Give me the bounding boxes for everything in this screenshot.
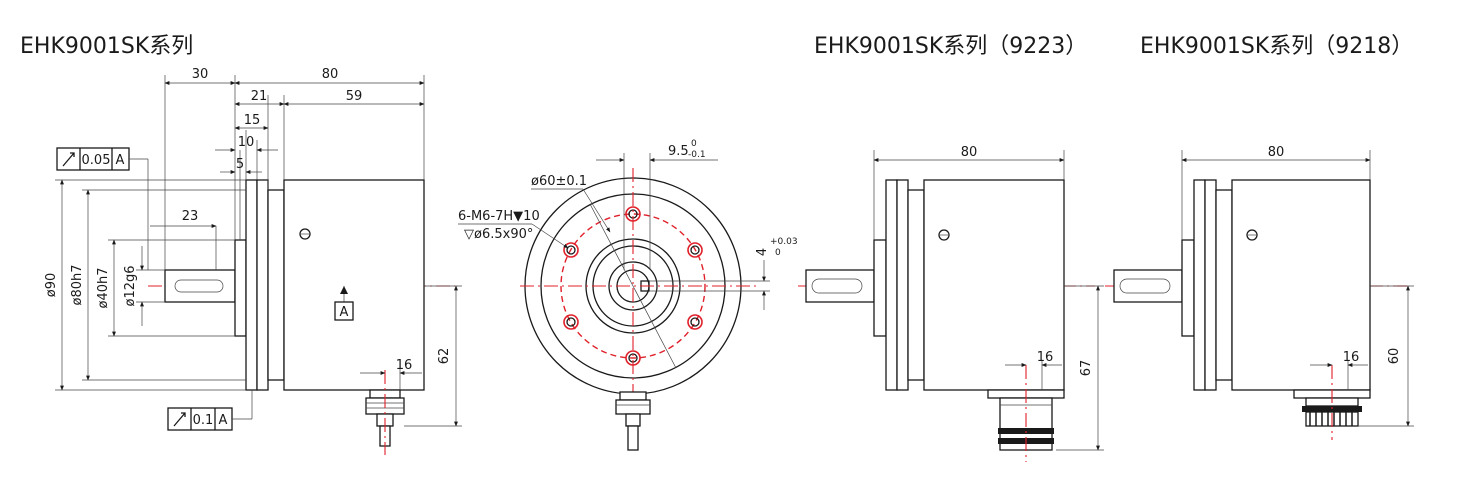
dim-dia-80h7: ø80h7 xyxy=(70,264,85,305)
shaft-keyway xyxy=(174,279,224,293)
datum-a-label: A xyxy=(340,305,349,320)
flat-dim: 4 xyxy=(755,248,770,256)
variant-9223-title: EHK9001SK系列（9223） xyxy=(814,34,1088,59)
key-tol-upper: 0 xyxy=(691,139,697,149)
flat-tol-lower: 0 xyxy=(775,248,781,258)
body-9218 xyxy=(1231,179,1371,391)
view-9218: 80 16 60 xyxy=(1105,145,1414,440)
flange-3 xyxy=(267,189,285,381)
datum-a-box xyxy=(334,301,354,321)
dim-16: 16 xyxy=(396,358,413,373)
dim-23: 23 xyxy=(182,209,199,224)
flange-1 xyxy=(245,179,258,391)
view-9223: 80 16 67 xyxy=(798,145,1104,462)
dim-60-9218: 60 xyxy=(1387,348,1402,365)
mount-hole xyxy=(687,242,703,258)
pcd-circle xyxy=(560,213,706,359)
key-dim: 9.5 xyxy=(668,144,689,159)
dim-21: 21 xyxy=(251,89,268,104)
shaft-9218 xyxy=(1113,269,1183,303)
shaft-9223 xyxy=(805,269,875,303)
flange-2 xyxy=(256,179,269,391)
front-view: 9.5 0 -0.1 ø60±0.1 6-M6-7H▼10 ▽ø6.5x90° … xyxy=(458,139,798,451)
hub-circle xyxy=(608,261,658,311)
dim-dia-90: ø90 xyxy=(44,273,59,298)
dim-dia-40h7: ø40h7 xyxy=(96,267,111,308)
key-tol-lower: -0.1 xyxy=(688,150,706,160)
holes-callout-2: ▽ø6.5x90° xyxy=(464,227,533,242)
dim-30: 30 xyxy=(192,67,209,82)
front-gland-body xyxy=(615,399,651,415)
pcd-label: ø60±0.1 xyxy=(531,174,587,189)
dim-15: 15 xyxy=(244,113,261,128)
dim-80-9218: 80 xyxy=(1268,145,1285,160)
dim-59: 59 xyxy=(346,89,363,104)
runout-icon xyxy=(62,152,75,167)
mount-hole xyxy=(563,314,579,330)
tolerance-ref-top: A xyxy=(116,153,125,168)
side-view: 30 80 21 59 15 10 5 23 ø90 ø80h7 ø40h7 xyxy=(44,67,462,455)
dim-62: 62 xyxy=(437,348,452,365)
dim-80: 80 xyxy=(322,67,339,82)
dim-dia-12g6: ø12g6 xyxy=(123,265,138,306)
body-9223 xyxy=(923,179,1065,391)
runout-icon xyxy=(173,412,186,427)
flat-tol-upper: +0.03 xyxy=(770,237,798,247)
encoder-body xyxy=(283,179,425,391)
dim-5: 5 xyxy=(236,157,244,172)
pilot-boss xyxy=(234,239,247,337)
front-gland-nut xyxy=(619,391,647,401)
dim-10: 10 xyxy=(238,135,255,150)
main-title: EHK9001SK系列 xyxy=(20,34,194,59)
mount-hole xyxy=(687,314,703,330)
dim-16-9218: 16 xyxy=(1343,350,1360,365)
tolerance-value-bottom: 0.1 xyxy=(193,413,214,428)
dim-80-9223: 80 xyxy=(961,145,978,160)
dim-16-9223: 16 xyxy=(1037,350,1054,365)
variant-9218-title: EHK9001SK系列（9218） xyxy=(1140,34,1414,59)
tolerance-ref-bottom: A xyxy=(219,413,228,428)
body-screw xyxy=(299,228,311,240)
holes-callout-1: 6-M6-7H▼10 xyxy=(458,209,540,224)
tolerance-value-top: 0.05 xyxy=(82,153,111,168)
front-cable xyxy=(627,425,639,451)
shaft xyxy=(164,269,236,303)
mount-hole xyxy=(563,242,579,258)
dim-67-9223: 67 xyxy=(1079,360,1094,377)
